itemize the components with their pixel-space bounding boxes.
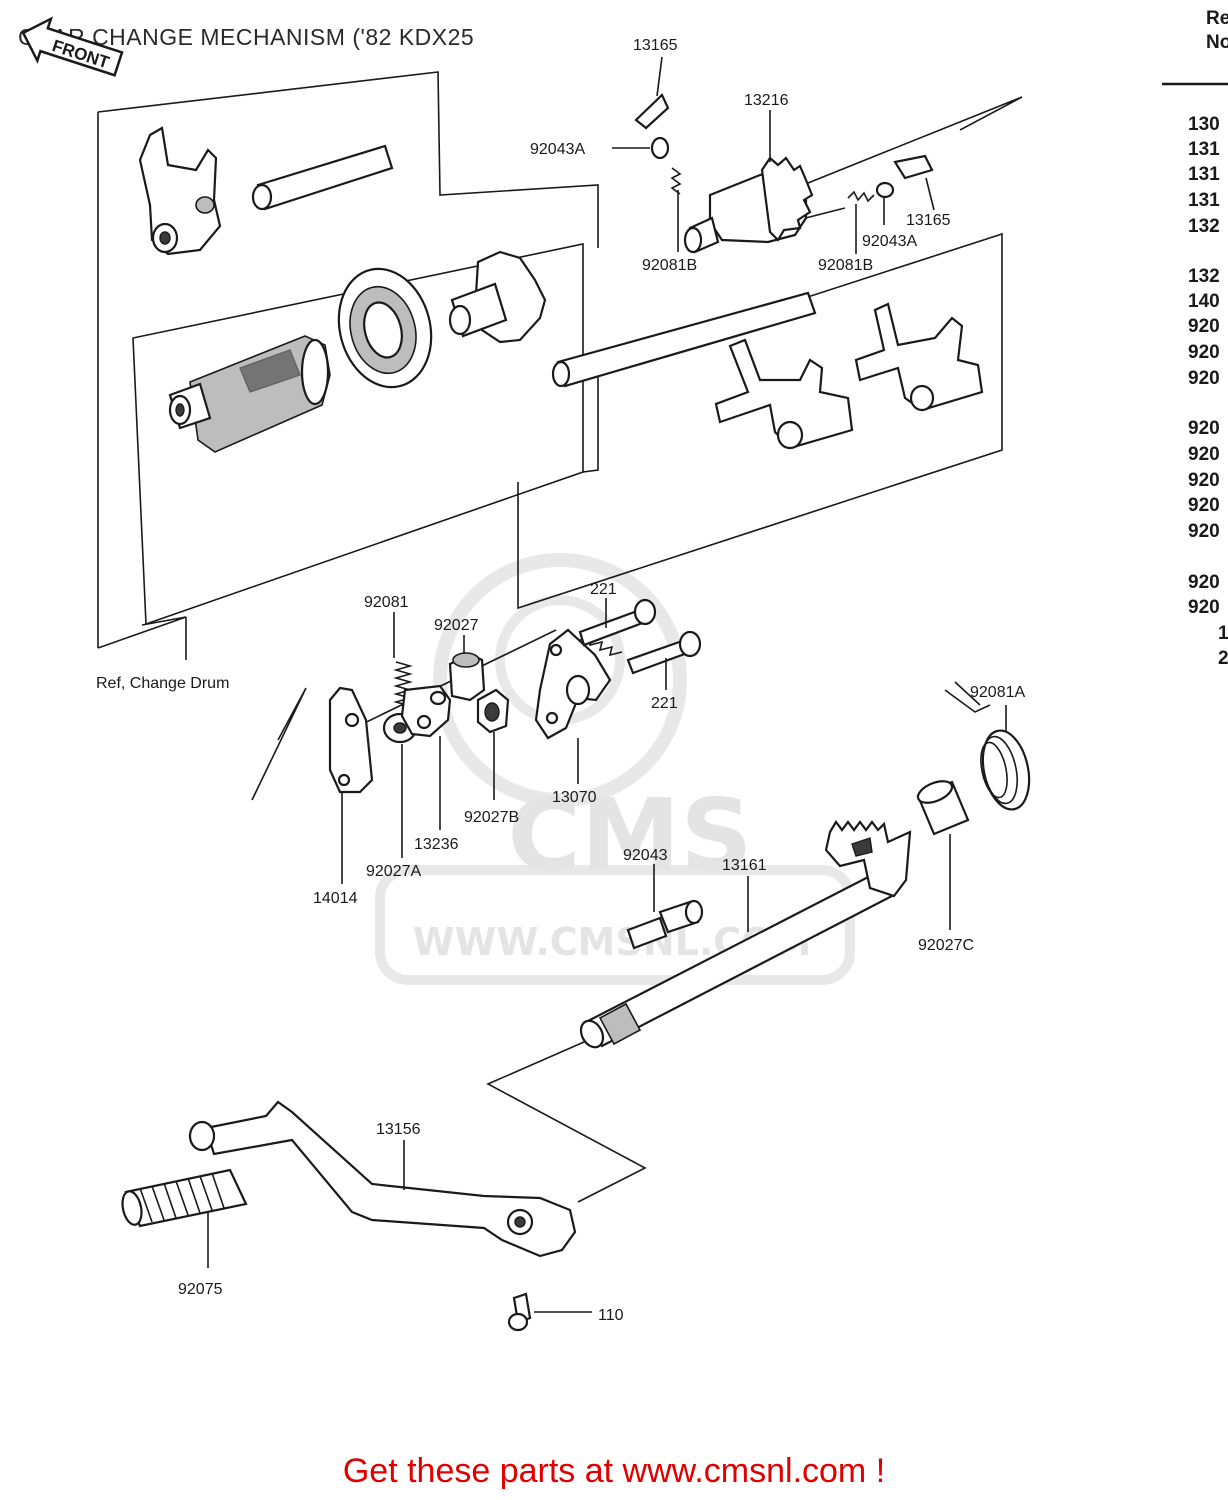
side-table-header-ref: Re bbox=[1206, 8, 1228, 29]
watermark-brand: CMS bbox=[508, 777, 753, 894]
pedal-bolt-110 bbox=[507, 1292, 532, 1332]
label-92075: 92075 bbox=[178, 1281, 223, 1298]
side-table-row: 130 bbox=[1188, 114, 1220, 135]
shift-fork-right-lower bbox=[714, 338, 854, 450]
label-221-top: 221 bbox=[590, 581, 617, 598]
bolt-221-bottom bbox=[626, 630, 702, 675]
label-221-bottom: 221 bbox=[651, 695, 678, 712]
side-table-row: 131 bbox=[1188, 164, 1220, 185]
label-92081B-left: 92081B bbox=[642, 257, 697, 274]
label-13161: 13161 bbox=[722, 857, 767, 874]
pedal-rubber-92075 bbox=[121, 1168, 248, 1228]
label-92027B: 92027B bbox=[464, 809, 519, 826]
side-table-row: 2 bbox=[1218, 648, 1228, 669]
side-table-row: 920 bbox=[1188, 572, 1220, 593]
detent-cap-right bbox=[893, 154, 934, 180]
side-table-row: 920 bbox=[1188, 368, 1220, 389]
side-table-row: 920 bbox=[1188, 342, 1220, 363]
shift-fork-right-upper bbox=[854, 302, 984, 412]
side-table-row: 920 bbox=[1188, 521, 1220, 542]
leader-13165-top bbox=[656, 56, 663, 97]
collar-92027B bbox=[476, 688, 510, 734]
label-92081: 92081 bbox=[364, 594, 409, 611]
gear-set-lever bbox=[328, 686, 374, 794]
detent-cap-top bbox=[634, 93, 670, 130]
label-110: 110 bbox=[598, 1307, 624, 1324]
side-table-row: 920 bbox=[1188, 316, 1220, 337]
label-92027: 92027 bbox=[434, 617, 479, 634]
part-labels: 13165 13216 92043A 92081B 13165 92043A 9… bbox=[178, 37, 1025, 1324]
side-table-row: 920 bbox=[1188, 444, 1220, 465]
detent-spring-right bbox=[847, 190, 875, 203]
link-plate-13236 bbox=[400, 684, 452, 738]
label-13216: 13216 bbox=[744, 92, 789, 109]
drum-pin-plate bbox=[448, 250, 547, 344]
side-table-row: 1 bbox=[1218, 623, 1228, 644]
label-13156: 13156 bbox=[376, 1121, 421, 1138]
bolt-221-top bbox=[578, 598, 657, 657]
side-table-header-no: No bbox=[1206, 32, 1228, 53]
pivot-bolt-92043 bbox=[626, 899, 704, 950]
neutral-detent-gear bbox=[683, 156, 814, 254]
change-drum-box bbox=[97, 71, 1003, 660]
side-table-row: 140 bbox=[1188, 291, 1220, 312]
pedal-guide-lines bbox=[486, 1041, 647, 1203]
side-table-row: 920 bbox=[1188, 470, 1220, 491]
return-spring-92081A bbox=[944, 681, 1031, 811]
side-table-row: 920 bbox=[1188, 418, 1220, 439]
label-92043A-right: 92043A bbox=[862, 233, 917, 250]
side-table-row: 131 bbox=[1188, 190, 1220, 211]
shift-pedal-13156 bbox=[188, 1100, 577, 1258]
label-92081A: 92081A bbox=[970, 684, 1025, 701]
label-13070: 13070 bbox=[552, 789, 597, 806]
label-92027A: 92027A bbox=[366, 863, 421, 880]
label-92043: 92043 bbox=[623, 847, 668, 864]
get-parts-link[interactable]: Get these parts at www.cmsnl.com ! bbox=[342, 1452, 886, 1490]
label-92081B-right: 92081B bbox=[818, 257, 873, 274]
side-table-row: 131 bbox=[1188, 139, 1220, 160]
detent-pin-top bbox=[650, 136, 670, 160]
label-92043A-left: 92043A bbox=[530, 141, 585, 158]
label-13236: 13236 bbox=[414, 836, 459, 853]
side-table-row: 132 bbox=[1188, 216, 1220, 237]
stopper-plate-13070 bbox=[534, 628, 612, 740]
label-13165-top: 13165 bbox=[633, 37, 678, 54]
shift-shaft-arm bbox=[824, 820, 912, 898]
side-table-row: 920 bbox=[1188, 597, 1220, 618]
ref-change-drum-label: Ref, Change Drum bbox=[96, 675, 229, 692]
shift-fork-left bbox=[138, 126, 222, 256]
front-arrow-icon: FRONT bbox=[21, 16, 124, 77]
collar-92027 bbox=[448, 652, 486, 702]
side-table-row: 920 bbox=[1188, 495, 1220, 516]
label-14014: 14014 bbox=[313, 890, 358, 907]
collar-92027C bbox=[916, 780, 970, 836]
leader-13165-right bbox=[925, 177, 935, 211]
label-92027C: 92027C bbox=[918, 937, 974, 954]
shift-rod-top bbox=[251, 144, 394, 211]
detent-pin-right bbox=[875, 181, 895, 199]
shift-rod-lower bbox=[551, 291, 817, 388]
side-parts-table: Re No 130 131 131 131 132 132 140 920 92… bbox=[1162, 8, 1228, 669]
change-drum bbox=[168, 335, 331, 453]
detent-spring-top bbox=[670, 167, 682, 195]
side-table-row: 132 bbox=[1188, 266, 1220, 287]
drum-bearing bbox=[337, 267, 433, 389]
label-13165-right: 13165 bbox=[906, 212, 951, 229]
